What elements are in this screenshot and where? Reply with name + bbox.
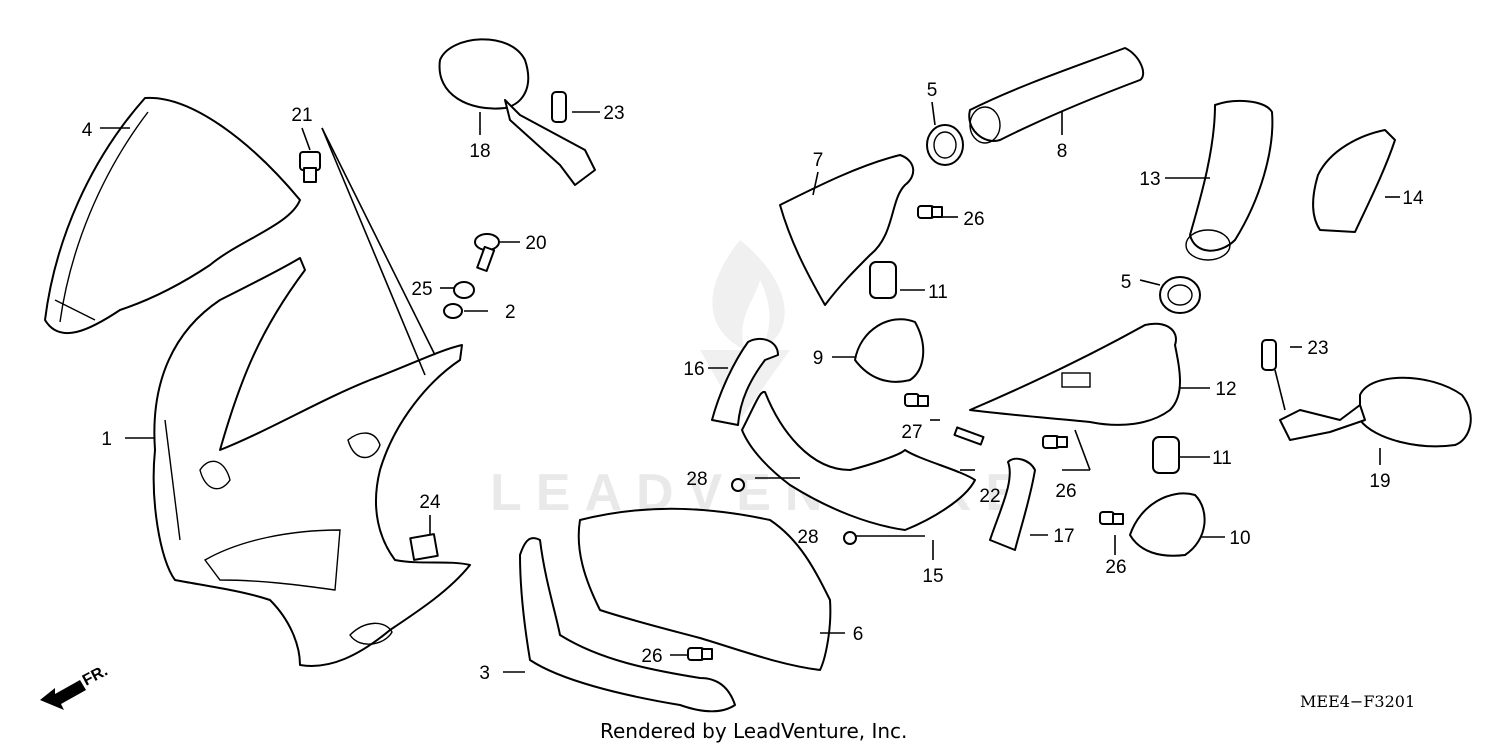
callout-26a: 26 <box>963 209 984 230</box>
stay-15-part <box>741 390 976 531</box>
callout-12: 12 <box>1215 379 1236 400</box>
upper-cowl-part <box>152 257 471 667</box>
callout-15: 15 <box>922 566 943 587</box>
screw-23-right-part <box>1261 339 1277 371</box>
nut-28a-part <box>731 478 745 492</box>
callout-28b: 28 <box>797 527 818 548</box>
clip-24-part <box>409 533 439 561</box>
inner-panel-6-part <box>577 507 832 671</box>
callout-26b: 26 <box>1055 481 1076 502</box>
bolt-21-part <box>299 151 321 183</box>
callout-27a: 27 <box>901 422 922 443</box>
cover-9-part <box>854 318 925 383</box>
front-direction-arrow: FR. <box>40 662 111 710</box>
callout-13: 13 <box>1139 169 1160 190</box>
callout-26c: 26 <box>641 646 662 667</box>
under-cowl-3-part <box>519 537 736 713</box>
callout-19: 19 <box>1369 471 1390 492</box>
screw-23-part <box>551 91 567 123</box>
bracket-16-part <box>711 337 779 426</box>
grommet-11-part <box>869 261 897 299</box>
callout-14: 14 <box>1402 188 1424 209</box>
ring-5-part <box>926 124 964 166</box>
panel-14-part <box>1312 129 1396 233</box>
callout-22: 22 <box>979 486 1000 507</box>
callout-4: 4 <box>82 120 93 141</box>
callout-6: 6 <box>853 624 864 645</box>
bracket-17-part <box>989 457 1036 551</box>
diagram-code: MEE4−F3201 <box>1300 692 1415 711</box>
nut-2-part <box>443 303 463 319</box>
callout-18: 18 <box>469 141 490 162</box>
callout-labels: 1 2 3 4 5 5 6 7 8 9 10 11 11 12 13 14 15… <box>82 80 1424 684</box>
callout-27b: 26 <box>1105 557 1126 578</box>
clip-26a-part <box>917 205 943 219</box>
windscreen-part <box>44 96 301 335</box>
screw-20-part <box>474 233 500 272</box>
callout-2: 2 <box>505 302 516 323</box>
intake-tube-8-part <box>968 47 1145 144</box>
air-duct-12-part <box>969 322 1181 426</box>
callout-8: 8 <box>1057 141 1068 162</box>
callout-7: 7 <box>813 150 824 171</box>
callout-20: 20 <box>525 233 546 254</box>
callout-10: 10 <box>1229 528 1250 549</box>
bolt-22-part <box>953 426 985 446</box>
callout-11b: 11 <box>1212 448 1232 469</box>
callout-25: 25 <box>411 279 432 300</box>
nut-28b-part <box>843 531 857 545</box>
intake-tube-13-part <box>1185 100 1274 261</box>
callout-17: 17 <box>1053 526 1074 547</box>
callout-28a: 28 <box>686 469 707 490</box>
mirror-left-part <box>438 38 596 186</box>
clip-26c-part <box>687 647 713 661</box>
callout-24: 24 <box>419 492 441 513</box>
credit-text: Rendered by LeadVenture, Inc. <box>600 719 907 743</box>
front-label: FR. <box>80 662 111 689</box>
clip-26b-part <box>1042 435 1068 449</box>
clip-27b-part <box>1099 511 1124 525</box>
grommet-11b-part <box>1152 436 1180 474</box>
callout-21: 21 <box>291 105 312 126</box>
cover-10-part <box>1129 492 1206 557</box>
callout-3: 3 <box>479 663 490 684</box>
callout-5b: 5 <box>1121 272 1132 293</box>
callout-23a: 23 <box>603 103 624 124</box>
mirror-right-part <box>1279 376 1472 448</box>
callout-9: 9 <box>813 348 824 369</box>
callout-23b: 23 <box>1307 338 1328 359</box>
washer-25-part <box>453 281 475 299</box>
callout-11a: 11 <box>928 282 948 303</box>
ring-5b-part <box>1159 276 1201 314</box>
leader-lines <box>100 101 1400 673</box>
clip-27a-part <box>904 393 929 407</box>
callout-1: 1 <box>101 429 112 450</box>
callout-16: 16 <box>683 359 704 380</box>
callout-5a: 5 <box>927 80 938 101</box>
